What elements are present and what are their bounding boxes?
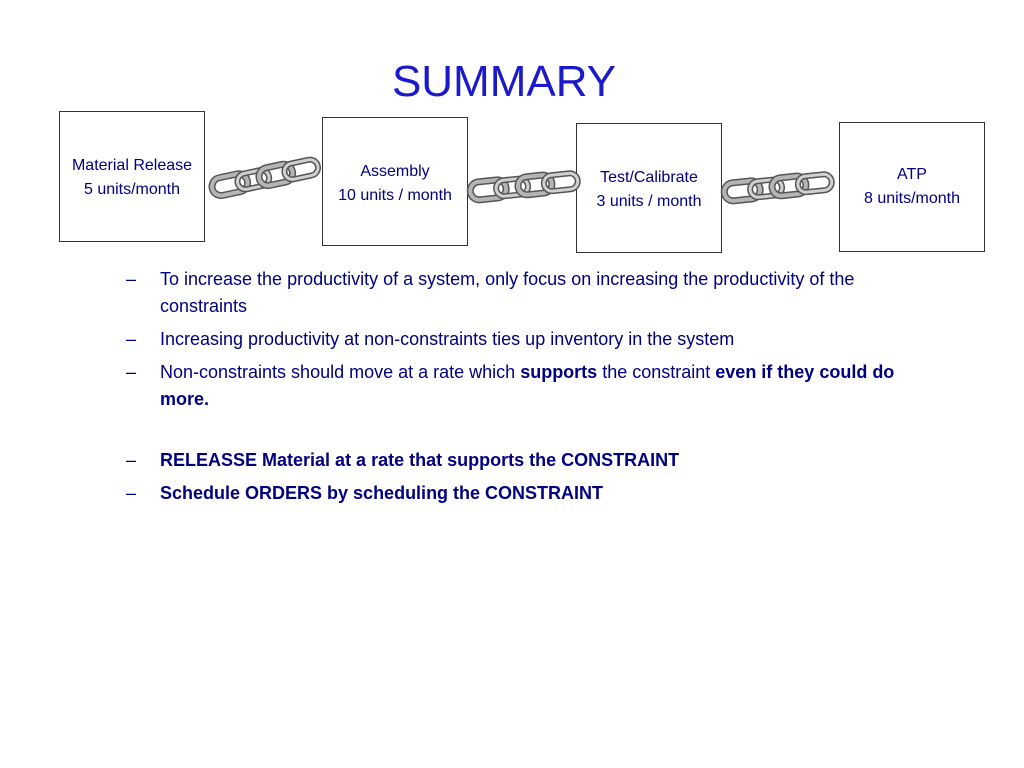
chain-link-icon <box>208 156 322 200</box>
bullet-dash: – <box>126 362 137 382</box>
bullet-text: Increasing productivity at non-constrain… <box>160 329 735 349</box>
bullet-bold-text: RELEASSE Material at a rate that support… <box>160 450 680 470</box>
bullet-item: – RELEASSE Material at a rate that suppo… <box>126 447 946 474</box>
bullet-bold-text: even if they could do more. <box>160 362 895 409</box>
stage-rate: 8 units/month <box>863 190 961 207</box>
stage-name: Material Release <box>71 157 193 174</box>
stage-rate: 3 units / month <box>596 193 702 210</box>
bullet-text-part: the constraint <box>597 362 716 382</box>
stage-box-assembly: Assembly 10 units / month <box>322 117 468 246</box>
bullet-item: – Non-constraints should move at a rate … <box>126 359 946 413</box>
bullet-text: Non-constraints should move at a rate wh… <box>160 362 894 409</box>
stage-box-material-release: Material Release 5 units/month <box>59 111 205 242</box>
bullet-dash: – <box>126 483 137 503</box>
bullet-dash: – <box>126 450 137 470</box>
summary-bullet-list: – To increase the productivity of a syst… <box>126 266 946 513</box>
bullet-bold-text: supports <box>520 362 598 382</box>
stage-name: Assembly <box>360 163 430 180</box>
bullet-item: – To increase the productivity of a syst… <box>126 266 946 320</box>
stage-rate: 10 units / month <box>338 187 452 204</box>
stage-box-test-calibrate: Test/Calibrate 3 units / month <box>576 123 722 253</box>
bullet-dash: – <box>126 269 137 289</box>
bullet-dash: – <box>126 329 137 349</box>
bullet-text: To increase the productivity of a system… <box>160 269 855 316</box>
slide-title: SUMMARY <box>391 57 617 106</box>
stage-box-atp: ATP 8 units/month <box>839 122 985 252</box>
bullet-bold-text: Schedule ORDERS by scheduling the CONSTR… <box>160 483 604 503</box>
chain-link-icon <box>720 171 835 205</box>
bullet-text-part: Non-constraints should move at a rate wh… <box>160 362 521 382</box>
stage-rate: 5 units/month <box>83 181 181 198</box>
bullet-item: – Increasing productivity at non-constra… <box>126 326 946 353</box>
stage-name: Test/Calibrate <box>600 169 698 186</box>
chain-link-icon <box>466 170 581 204</box>
bullet-item: – Schedule ORDERS by scheduling the CONS… <box>126 480 946 507</box>
stage-name: ATP <box>897 166 927 183</box>
